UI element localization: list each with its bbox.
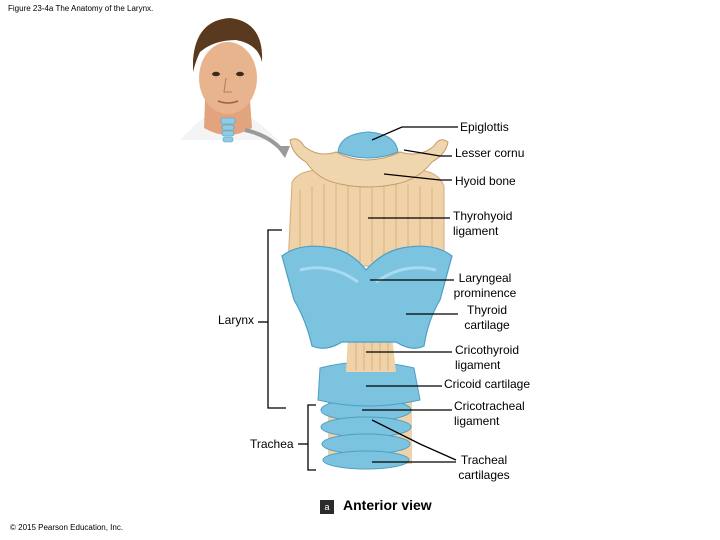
- cricothyroid-ligament-shape: [346, 336, 396, 372]
- label-laryngeal-prominence: Laryngeal prominence: [451, 271, 519, 301]
- label-tracheal-line1: Tracheal: [460, 453, 508, 467]
- label-tracheal-line2: cartilages: [458, 468, 510, 482]
- trachea: [320, 398, 412, 470]
- label-tracheal-cartilages: Tracheal cartilages: [456, 453, 512, 483]
- label-cricotracheal-line2: ligament: [454, 414, 500, 428]
- label-larynx: Larynx: [218, 313, 255, 327]
- thyroid-cartilage-shape: [281, 245, 453, 349]
- brackets: [258, 229, 316, 471]
- label-cricotracheal-ligament: Cricotracheal ligament: [454, 399, 525, 429]
- epiglottis-shape: [337, 131, 399, 159]
- label-thyroid-line2: cartilage: [464, 318, 510, 332]
- label-thyroid-cartilage: Thyroid cartilage: [460, 303, 514, 333]
- label-thyrohyoid-ligament: Thyrohyoid ligament: [453, 209, 512, 239]
- view-label: Anterior view: [343, 497, 432, 513]
- label-trachea: Trachea: [250, 437, 294, 451]
- label-laryngeal-line1: Laryngeal: [458, 271, 512, 285]
- label-hyoid-bone: Hyoid bone: [455, 174, 516, 188]
- label-cricothyroid-ligament: Cricothyroid ligament: [455, 343, 519, 373]
- label-cricoid-cartilage: Cricoid cartilage: [444, 377, 531, 391]
- figure-title: Figure 23-4a The Anatomy of the Larynx.: [8, 4, 154, 13]
- copyright: © 2015 Pearson Education, Inc.: [10, 523, 124, 532]
- label-thyrohyoid-line1: Thyrohyoid: [453, 209, 513, 223]
- label-laryngeal-line2: prominence: [453, 286, 517, 300]
- label-lesser-cornu: Lesser cornu: [455, 146, 525, 160]
- label-epiglottis: Epiglottis: [460, 120, 509, 134]
- view-badge: a: [320, 500, 334, 514]
- label-cricothyroid-line2: ligament: [455, 358, 501, 372]
- head-portrait: [180, 18, 278, 143]
- label-thyrohyoid-line2: ligament: [453, 224, 499, 238]
- leader-lines: [362, 126, 458, 463]
- label-cricotracheal-line1: Cricotracheal: [454, 399, 525, 413]
- label-cricothyroid-line1: Cricothyroid: [455, 343, 520, 357]
- hyoid-bone-shape: [289, 138, 449, 188]
- label-thyroid-line1: Thyroid: [466, 303, 507, 317]
